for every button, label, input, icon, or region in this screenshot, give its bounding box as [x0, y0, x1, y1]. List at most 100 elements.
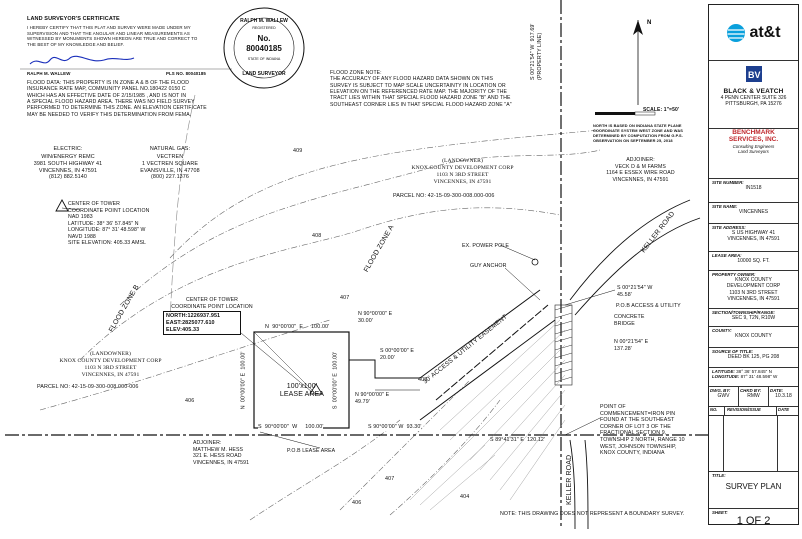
drawn-by-value: GWV — [717, 393, 730, 399]
bv-logo-row: BV BLACK & VEATCH 4 PENN CENTER SUITE 32… — [709, 61, 798, 129]
revision-date-col — [778, 416, 798, 471]
lease-area-value: 10000 SQ. FT. — [737, 258, 770, 264]
lease-area-label-tb: LEASE AREA: — [712, 253, 742, 258]
adjoiner-south: ADJOINER: MATTHEW M. HESS 321 E. HESS RO… — [193, 440, 250, 466]
svg-text:N: N — [647, 20, 651, 26]
north-basis-note: NORTH IS BASED ON INDIANA STATE PLANE CO… — [593, 123, 683, 143]
title-row: TITLE: SURVEY PLAN — [709, 472, 798, 509]
certificate-body: I HEREBY CERTIFY THAT THIS PLAT AND SURV… — [27, 25, 198, 47]
benchmark-subtitle: Consulting Engineers Land Surveyors — [732, 143, 775, 154]
title-value: SURVEY PLAN — [725, 482, 782, 491]
landowner-top: (LANDOWNER) KNOX COUNTY DEVELOPMENT CORP… — [411, 158, 514, 185]
revision-table: NO. REVISION/ISSUE DATE — [709, 407, 798, 472]
site-number-value: IN1518 — [745, 185, 762, 191]
license-number: PLS NO. 80040185 — [166, 71, 206, 76]
att-globe-icon — [727, 23, 746, 42]
contour-label-4: 406 — [185, 398, 195, 404]
contour-label-1: 409 — [293, 148, 303, 154]
county-row: COUNTY: KNOX COUNTY — [709, 327, 798, 348]
east-line-bearing: S 00°21'54" W 917.69' (PROPERTY LINE) — [530, 23, 543, 80]
easement-lines — [419, 289, 556, 421]
scale-bar — [595, 111, 656, 116]
latitude-value: 38° 36' 57.845" N — [736, 369, 772, 374]
power-pole-symbol — [531, 258, 539, 266]
section-value: SEC 9, T2N, R10W — [731, 315, 776, 321]
drafting-row: DWG. BY: GWV CHKD BY: RMW DATE: 10.3.18 — [709, 387, 798, 407]
site-number-row: SITE NUMBER: IN1518 — [709, 179, 798, 203]
tower-center-coordinates: NORTH:1226937.951 EAST:2825077.610 ELEV:… — [163, 311, 241, 336]
site-name-value: VINCENNES — [738, 209, 769, 215]
pob-lease-label: P.O.B LEASE AREA — [287, 448, 336, 454]
property-owner-value: KNOX COUNTY DEVELOPMENT CORP 1103 N 3RD … — [726, 277, 781, 302]
checked-by-label: CHKD BY: — [740, 388, 762, 393]
date-value: 10.3.18 — [775, 393, 792, 399]
parcel-top: PARCEL NO: 42-15-09-300-008.000-006 — [393, 193, 495, 199]
att-logo-text: at&t — [749, 23, 781, 41]
boundary-disclaimer: NOTE: THIS DRAWING DOES NOT REPRESENT A … — [500, 511, 685, 517]
property-owner-label: PROPERTY OWNER: — [712, 272, 756, 277]
keller-road-label-south: KELLER ROAD — [566, 454, 573, 505]
tower-coordinate-triangle — [55, 199, 69, 212]
flood-data-note: FLOOD DATA: THIS PROPERTY IS IN ZONE A &… — [27, 80, 207, 118]
seal-outer-ring — [223, 7, 305, 89]
electric-heading: ELECTRIC: — [53, 146, 83, 152]
property-owner-row: PROPERTY OWNER: KNOX COUNTY DEVELOPMENT … — [709, 271, 798, 309]
bv-logo-icon: BV — [745, 66, 762, 82]
site-address-row: SITE ADDRESS: S US HIGHWAY 41 VINCENNES,… — [709, 224, 798, 252]
source-row: SOURCE OF TITLE: DEED BK 125, PG 208 — [709, 348, 798, 368]
revision-header: NO. REVISION/ISSUE DATE — [709, 407, 798, 416]
surveyor-signature — [29, 55, 135, 65]
lease-area-label: 100'x100' LEASE AREA — [279, 383, 325, 399]
contour-label-8: 406 — [352, 500, 362, 506]
source-value: DEED BK 125, PG 208 — [727, 354, 780, 360]
county-value: KNOX COUNTY — [735, 333, 772, 339]
contour-label-6: 404 — [460, 494, 470, 500]
tower-coordinate-block: CENTER OF TOWER COORDINATE POINT LOCATIO… — [68, 201, 150, 246]
bearing-b2: S 00°00'00" E 20.00' — [380, 348, 414, 361]
revision-issue-col — [724, 416, 778, 471]
scale-label: SCALE: 1"=50' — [643, 107, 680, 113]
revision-body — [709, 416, 798, 471]
seal-inner-ring — [233, 17, 295, 79]
checked-by-value: RMW — [747, 393, 760, 399]
latitude-label: LATITUDE: — [712, 369, 735, 374]
landowner-left: (LANDOWNER) KNOX COUNTY DEVELOPMENT CORP… — [59, 351, 162, 378]
keller-road-edge-1 — [569, 199, 691, 301]
sheet-label: SHEET: — [712, 510, 728, 515]
keller-road-edge-3 — [569, 439, 576, 529]
keller-road-edge-2 — [574, 217, 701, 316]
section-label: SECTION/TOWNSHIP/RANGE: — [712, 310, 775, 315]
contour-label-5: 405 — [418, 377, 428, 383]
adjoiner-northeast: ADJOINER: VECK D & M FARMS 1164 E ESSEX … — [606, 157, 675, 183]
drawn-by-label: DWG. BY: — [710, 388, 731, 393]
point-of-commencement: POINT OF COMMENCEMENT=IRON PIN FOUND AT … — [600, 404, 685, 457]
sheet-value: 1 OF 2 — [736, 515, 771, 527]
site-name-row: SITE NAME: VINCENNES — [709, 203, 798, 224]
electric-provider: WIN/ENERGY REMC 3981 SOUTH HIGHWAY 41 VI… — [33, 154, 103, 181]
lease-right-bearing: S 00°00'00" E 100.00' — [332, 351, 339, 410]
surveyor-name: RALPH M. WALLEW — [27, 71, 71, 76]
keller-road-edge-4 — [584, 439, 589, 529]
contour-label-3: 407 — [340, 295, 350, 301]
bv-logo-text: BLACK & VEATCH — [723, 88, 784, 95]
county-label: COUNTY: — [712, 328, 732, 333]
svg-text:BV: BV — [748, 70, 761, 80]
bv-address: 4 PENN CENTER SUITE 326 PITTSBURGH, PA 1… — [720, 95, 787, 108]
bearing-b1: N 90°00'00" E 30.00' — [358, 311, 393, 324]
survey-drawing: N LAND SURVEYOR'S CERTIFICATE I HEREBY C… — [5, 0, 708, 529]
north-arrow: N — [633, 20, 651, 105]
contour-label-2: 408 — [312, 233, 322, 239]
tower-center-symbol — [309, 383, 323, 395]
seal-top-text: RALPH M. WALLEW — [240, 18, 288, 24]
bearing-b4: S 90°00'00" W 93.30' — [368, 424, 422, 431]
seal-no: No. — [257, 34, 271, 43]
flood-zone-note: FLOOD ZONE NOTE: THE ACCURACY OF ANY FLO… — [330, 70, 512, 108]
att-logo-row: at&t — [709, 5, 798, 61]
seal-state: STATE OF INDIANA — [247, 57, 281, 61]
revision-no-header: NO. — [709, 407, 725, 415]
slope-contours — [409, 319, 566, 511]
certificate-title: LAND SURVEYOR'S CERTIFICATE — [27, 16, 120, 22]
flood-zone-boundary — [169, 94, 196, 321]
lease-diagonal — [253, 331, 317, 395]
longitude-value: 87° 31' 48.598" W — [740, 374, 778, 379]
